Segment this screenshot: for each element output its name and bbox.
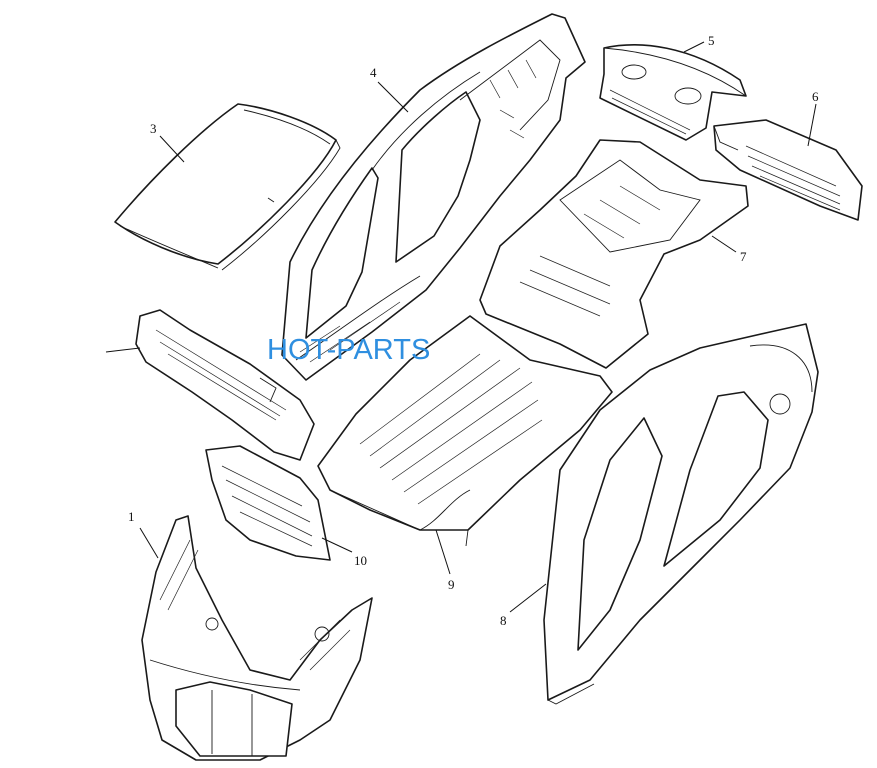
leader-6 (807, 103, 817, 147)
leader-10 (321, 537, 353, 553)
callout-10: 10 (354, 553, 367, 568)
part-8-side-outer (543, 323, 819, 705)
callout-9: 9 (448, 577, 455, 592)
leader-8 (509, 583, 547, 613)
leader-3 (159, 135, 185, 163)
callout-5: 5 (708, 33, 715, 48)
callout-4: 4 (370, 65, 377, 80)
leader-7 (711, 235, 737, 253)
part-1-front-structure (141, 515, 373, 761)
leader-5 (683, 41, 705, 53)
callout-1: 1 (128, 509, 135, 524)
callout-8: 8 (500, 613, 507, 628)
callout-leaders (105, 41, 817, 613)
leader-9 (435, 529, 451, 575)
callout-6: 6 (812, 89, 819, 104)
callout-3: 3 (150, 121, 157, 136)
part-9-front-floor (317, 315, 613, 547)
part-3-roof-panel (114, 103, 341, 271)
watermark-text: HOT-PARTS (267, 334, 431, 366)
leader-1 (139, 527, 159, 559)
callout-7: 7 (740, 249, 747, 264)
part-10-dash-panel (205, 445, 331, 561)
part-7-rear-floor (479, 139, 749, 369)
leader-cowl (105, 347, 141, 353)
part-5-rear-parcel-shelf (599, 44, 747, 141)
part-cowl-panel (135, 309, 315, 461)
leader-4 (377, 81, 409, 113)
part-6-rear-panel (713, 119, 863, 221)
part-4-side-inner-frame (281, 13, 586, 381)
